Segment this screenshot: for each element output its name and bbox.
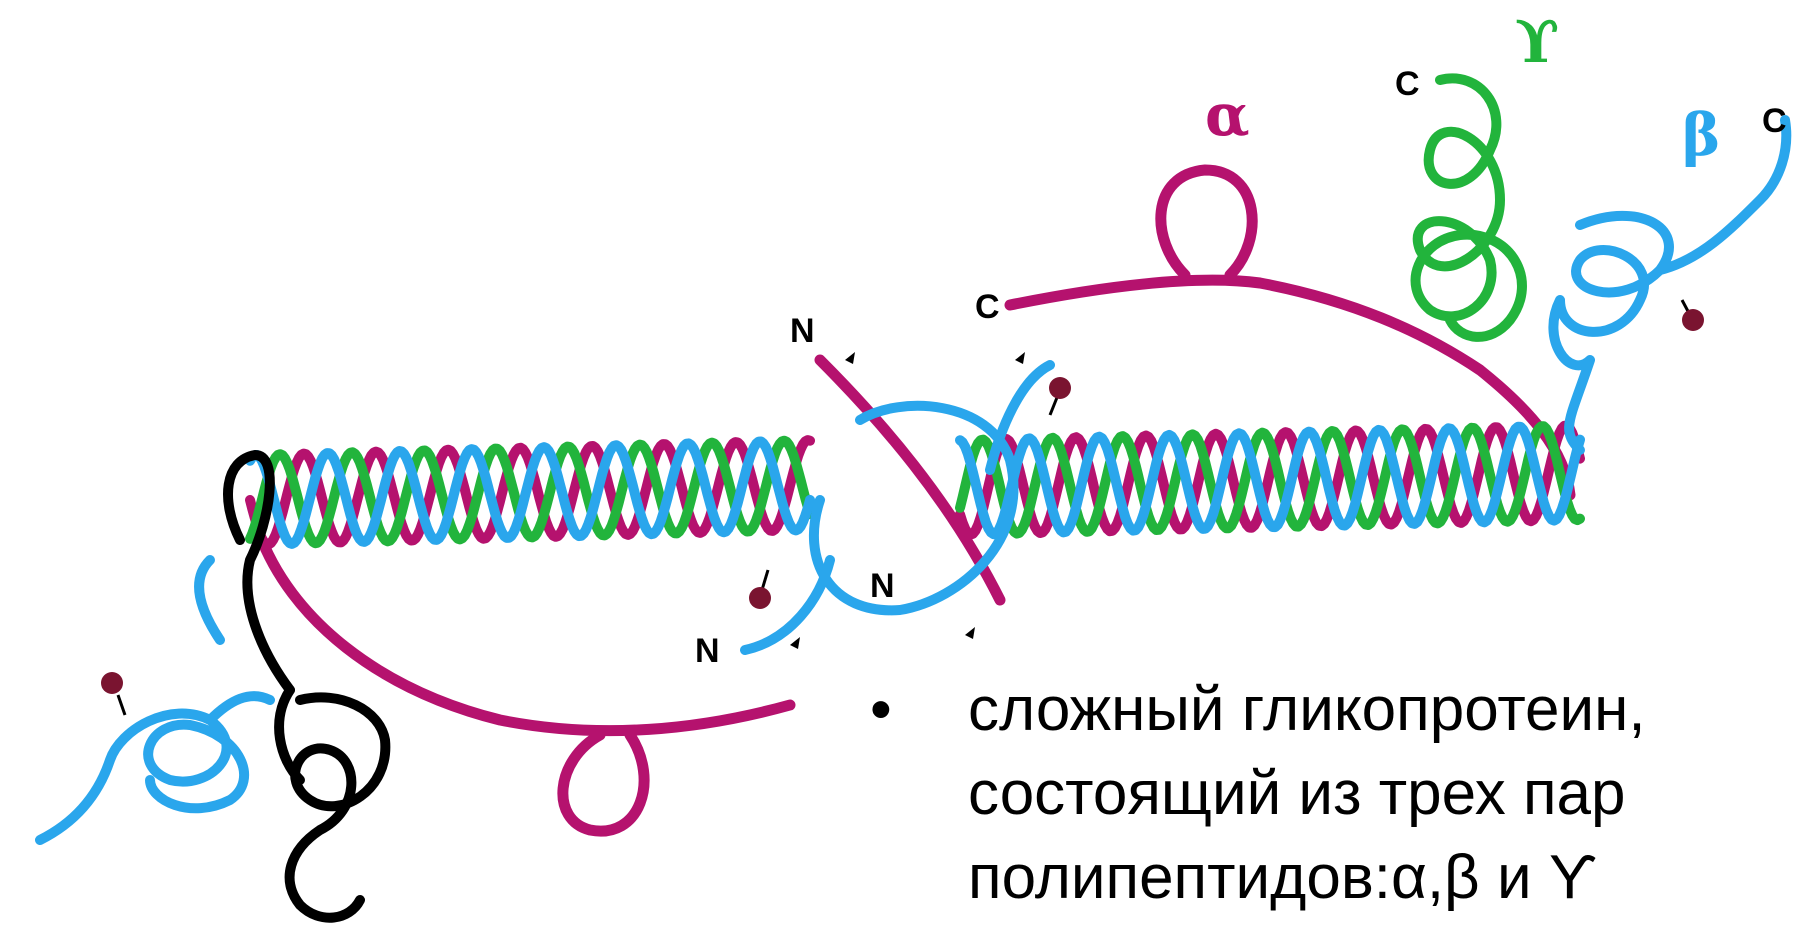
label-c-beta: C xyxy=(1762,102,1787,140)
beta-coil-left xyxy=(245,436,815,549)
label-n-top: N xyxy=(790,312,815,350)
gamma-coil-right xyxy=(955,421,1585,539)
caption-line-2: состоящий из трех пар xyxy=(968,759,1626,828)
arrowhead-3 xyxy=(790,637,800,649)
carbohydrate-marker-right xyxy=(1680,299,1704,331)
beta-globule-left xyxy=(35,555,275,845)
arrowhead-1 xyxy=(845,352,855,364)
label-n-bottom: N xyxy=(695,632,720,670)
carbohydrate-marker-center xyxy=(1048,377,1071,416)
gamma-helix xyxy=(245,421,1585,549)
n-terminal-blue xyxy=(740,555,835,655)
carbohydrate-marker-left-center xyxy=(749,569,771,609)
label-c-gamma: C xyxy=(1395,65,1420,103)
caption-line-1: сложный гликопротеин, xyxy=(968,675,1646,744)
black-globule-left xyxy=(274,685,391,923)
right-globular-domains xyxy=(1410,73,1792,455)
gamma-coil-left xyxy=(245,435,815,549)
label-n-middle: N xyxy=(870,567,895,605)
label-beta: β xyxy=(1682,101,1721,169)
left-globular-domains xyxy=(35,555,391,923)
label-alpha: α xyxy=(1205,81,1250,149)
label-gamma: ϒ xyxy=(1515,8,1559,76)
caption-bullet-list: • сложный гликопротеин, состоящий из тре… xyxy=(870,668,1800,920)
arrowhead-4 xyxy=(965,627,975,639)
carbohydrate-markers xyxy=(101,299,1704,716)
label-c-alpha: C xyxy=(975,288,1000,326)
beta-helix xyxy=(245,421,1585,549)
black-strand xyxy=(223,450,295,695)
bullet-point: • xyxy=(870,675,892,744)
alpha-upper-loop xyxy=(1155,164,1258,281)
gamma-globule xyxy=(1410,73,1527,342)
central-nodule xyxy=(223,360,1055,695)
arrowhead-2 xyxy=(1015,352,1025,364)
caption-line-3: полипептидов:α,β и ϒ xyxy=(968,843,1597,912)
carbohydrate-marker-left xyxy=(101,672,127,716)
c-terminal-blue xyxy=(985,360,1055,475)
alpha-lower-loop xyxy=(557,729,650,837)
alpha-chain-strands xyxy=(252,164,1576,837)
alpha-upper-arc xyxy=(1004,274,1576,501)
beta-coil-right xyxy=(955,421,1585,540)
alpha-lower-arc xyxy=(252,524,796,737)
beta-globule xyxy=(1548,115,1792,455)
cleavage-arrowheads xyxy=(790,352,1025,649)
